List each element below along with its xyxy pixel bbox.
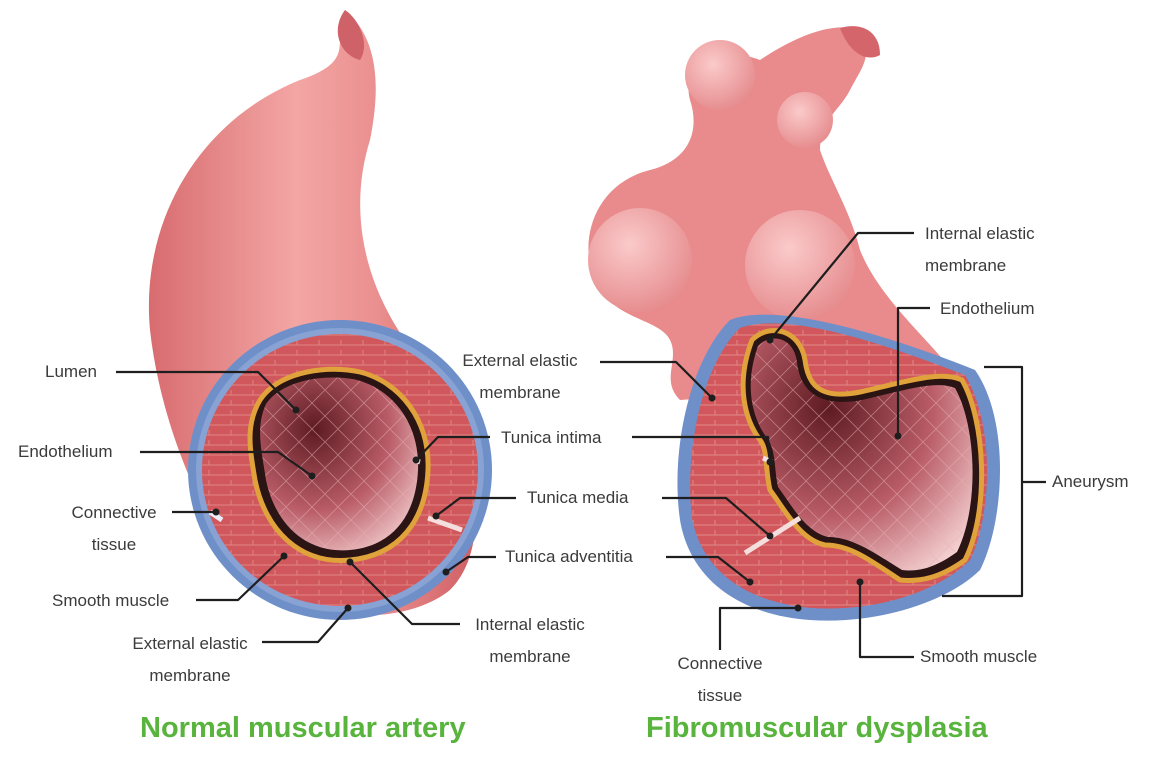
label-endothelium-normal: Endothelium bbox=[18, 436, 113, 468]
label-lumen: Lumen bbox=[45, 356, 97, 388]
fmd-artery-illustration bbox=[588, 26, 1000, 621]
fmd-bulge-4 bbox=[685, 40, 755, 110]
label-smooth-muscle-normal: Smooth muscle bbox=[52, 585, 169, 617]
label-connective-tissue-fmd: Connective tissue bbox=[656, 648, 784, 712]
fmd-bulge-3 bbox=[777, 92, 833, 148]
fmd-bulge-1 bbox=[588, 208, 692, 312]
label-internal-elastic-normal: Internal elastic membrane bbox=[450, 609, 610, 673]
label-tunica-intima: Tunica intima bbox=[501, 422, 601, 454]
label-tunica-media: Tunica media bbox=[527, 482, 628, 514]
normal-artery-illustration bbox=[149, 10, 492, 620]
label-aneurysm: Aneurysm bbox=[1052, 466, 1129, 498]
label-smooth-muscle-fmd: Smooth muscle bbox=[920, 641, 1037, 673]
label-connective-tissue-normal: Connective tissue bbox=[50, 497, 178, 561]
label-internal-elastic-fmd: Internal elastic membrane bbox=[925, 218, 1035, 282]
label-tunica-adventitia: Tunica adventitia bbox=[505, 541, 633, 573]
label-endothelium-fmd: Endothelium bbox=[940, 293, 1035, 325]
label-external-elastic-normal: External elastic membrane bbox=[110, 628, 270, 692]
caption-fibromuscular-dysplasia: Fibromuscular dysplasia bbox=[646, 712, 988, 745]
label-external-elastic-fmd: External elastic membrane bbox=[440, 345, 600, 409]
caption-normal-artery: Normal muscular artery bbox=[140, 712, 466, 745]
